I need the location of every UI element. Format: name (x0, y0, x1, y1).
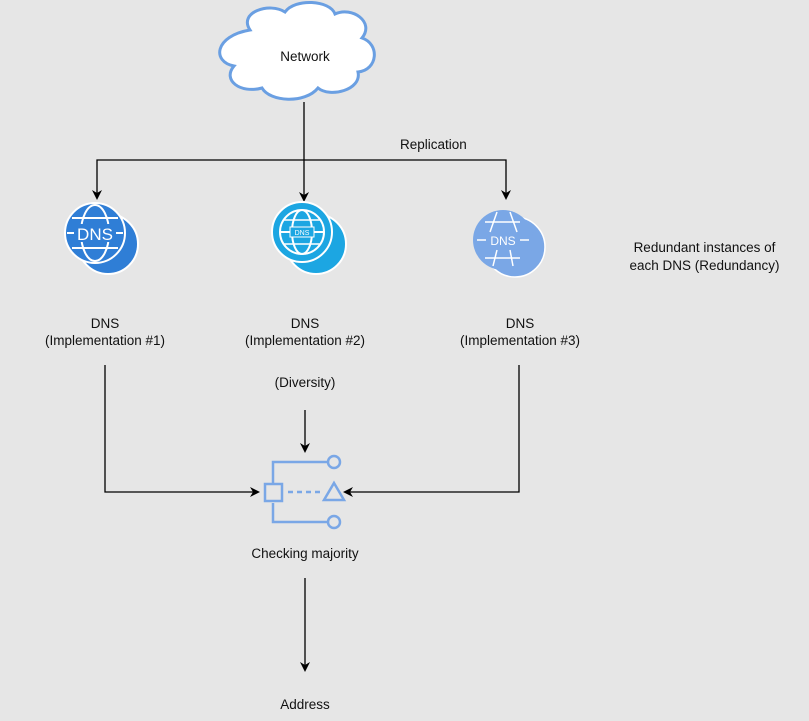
diversity-label: (Diversity) (274, 375, 336, 390)
redundancy-note-line2: each DNS (Redundancy) (629, 258, 780, 273)
checker-label: Checking majority (251, 546, 359, 561)
majority-checker-icon[interactable] (263, 454, 347, 530)
dns2-title: DNS (290, 316, 320, 331)
replication-label: Replication (400, 137, 467, 152)
edge-replication-left (92, 159, 304, 200)
dns-icon-3[interactable]: DNS (473, 210, 546, 278)
dns1-title: DNS (90, 316, 120, 331)
dns2-subtitle: (Implementation #2) (244, 333, 366, 348)
dns3-subtitle: (Implementation #3) (459, 333, 581, 348)
edges (92, 102, 520, 672)
svg-text:DNS: DNS (295, 230, 310, 237)
edge-dns1-to-checker (104, 365, 260, 497)
network-label: Network (280, 49, 330, 64)
address-label: Address (280, 697, 330, 712)
dns-icon-1[interactable]: DNS (64, 202, 139, 275)
edge-replication-right (304, 159, 511, 200)
dns1-subtitle: (Implementation #1) (44, 333, 166, 348)
edge-dns3-to-checker (343, 365, 520, 497)
svg-text:DNS: DNS (77, 225, 113, 244)
svg-text:DNS: DNS (490, 234, 515, 248)
redundancy-note-line1: Redundant instances of (633, 240, 776, 255)
dns-icon-2[interactable]: DNS (271, 201, 347, 275)
network-cloud[interactable] (218, 0, 376, 101)
dns3-title: DNS (505, 316, 535, 331)
